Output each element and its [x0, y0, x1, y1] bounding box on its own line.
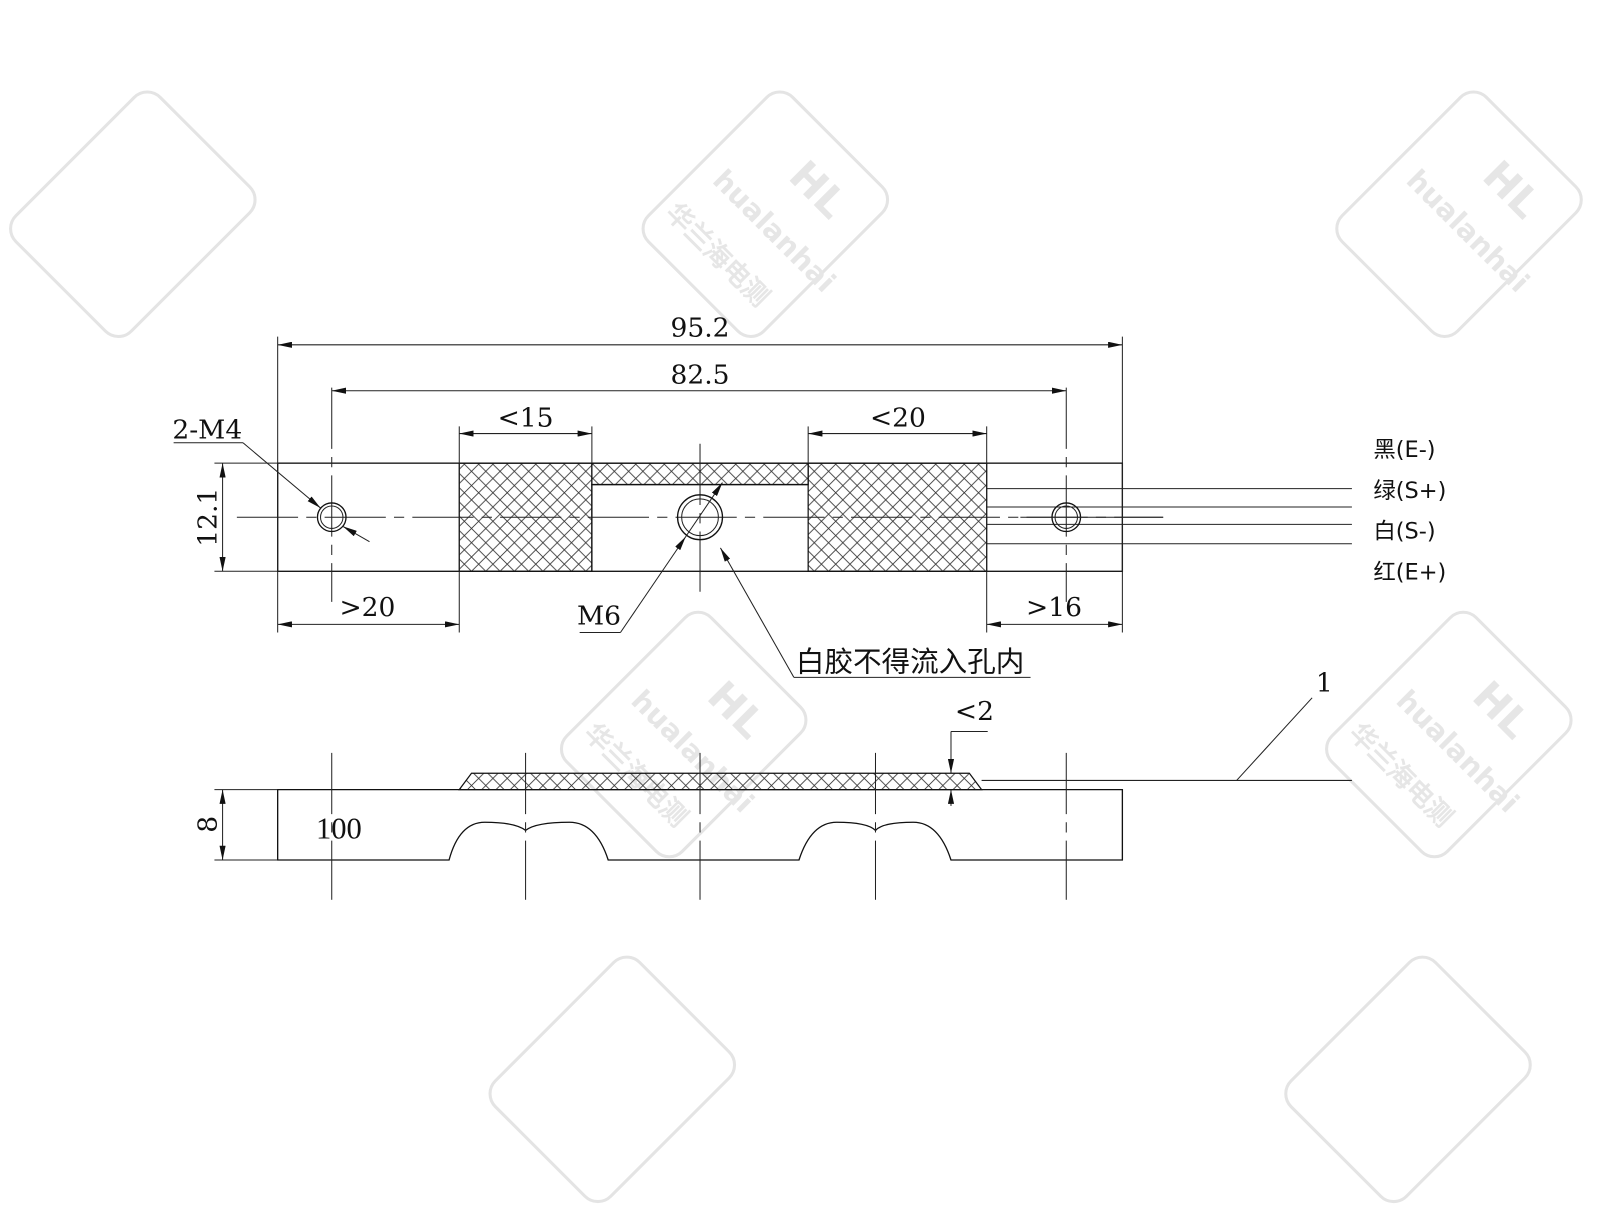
- dim-left-end: >20: [339, 592, 395, 623]
- dim-hole-spacing: 82.5: [671, 360, 730, 391]
- dim-right-end: >16: [1026, 592, 1082, 623]
- beam-profile: [277, 788, 1124, 861]
- wire-labels: 黑(E-) 绿(S+) 白(S-) 红(E+): [1373, 437, 1446, 585]
- dim-height: 12.1: [192, 488, 223, 547]
- svg-text:HL: HL: [1474, 151, 1550, 227]
- dim-thickness: 8: [192, 816, 223, 833]
- label-2-m4: 2-M4: [172, 415, 242, 446]
- svg-text:HL: HL: [780, 151, 856, 227]
- dim-overall-length: 95.2: [671, 313, 730, 344]
- note-glue: 白胶不得流入孔内: [796, 644, 1024, 678]
- label-m6: M6: [577, 600, 621, 631]
- dim-left-glue: <15: [498, 402, 554, 433]
- wire-label-white: 白(S-): [1373, 519, 1435, 545]
- svg-text:HL: HL: [1463, 672, 1539, 748]
- wire-label-red: 红(E+): [1373, 559, 1446, 585]
- wire-label-green: 绿(S+): [1373, 478, 1446, 504]
- glue-layer: [458, 772, 983, 791]
- capacity-label: 100: [316, 812, 362, 846]
- svg-text:HL: HL: [698, 672, 774, 748]
- callout-1: 1: [1316, 668, 1333, 699]
- dim-glue-thickness: <2: [955, 696, 994, 727]
- hole-m6-center: [676, 494, 724, 541]
- top-view: 95.2 82.5 <15 <20 12.1 >20 >16 2-M4 M6 白…: [172, 313, 1446, 679]
- hole-m4-left: [316, 502, 347, 533]
- dim-right-glue: <20: [870, 402, 926, 433]
- wires: [986, 488, 1352, 545]
- side-view: 100 8 <2 1: [192, 668, 1352, 900]
- wire-label-black: 黑(E-): [1373, 437, 1435, 463]
